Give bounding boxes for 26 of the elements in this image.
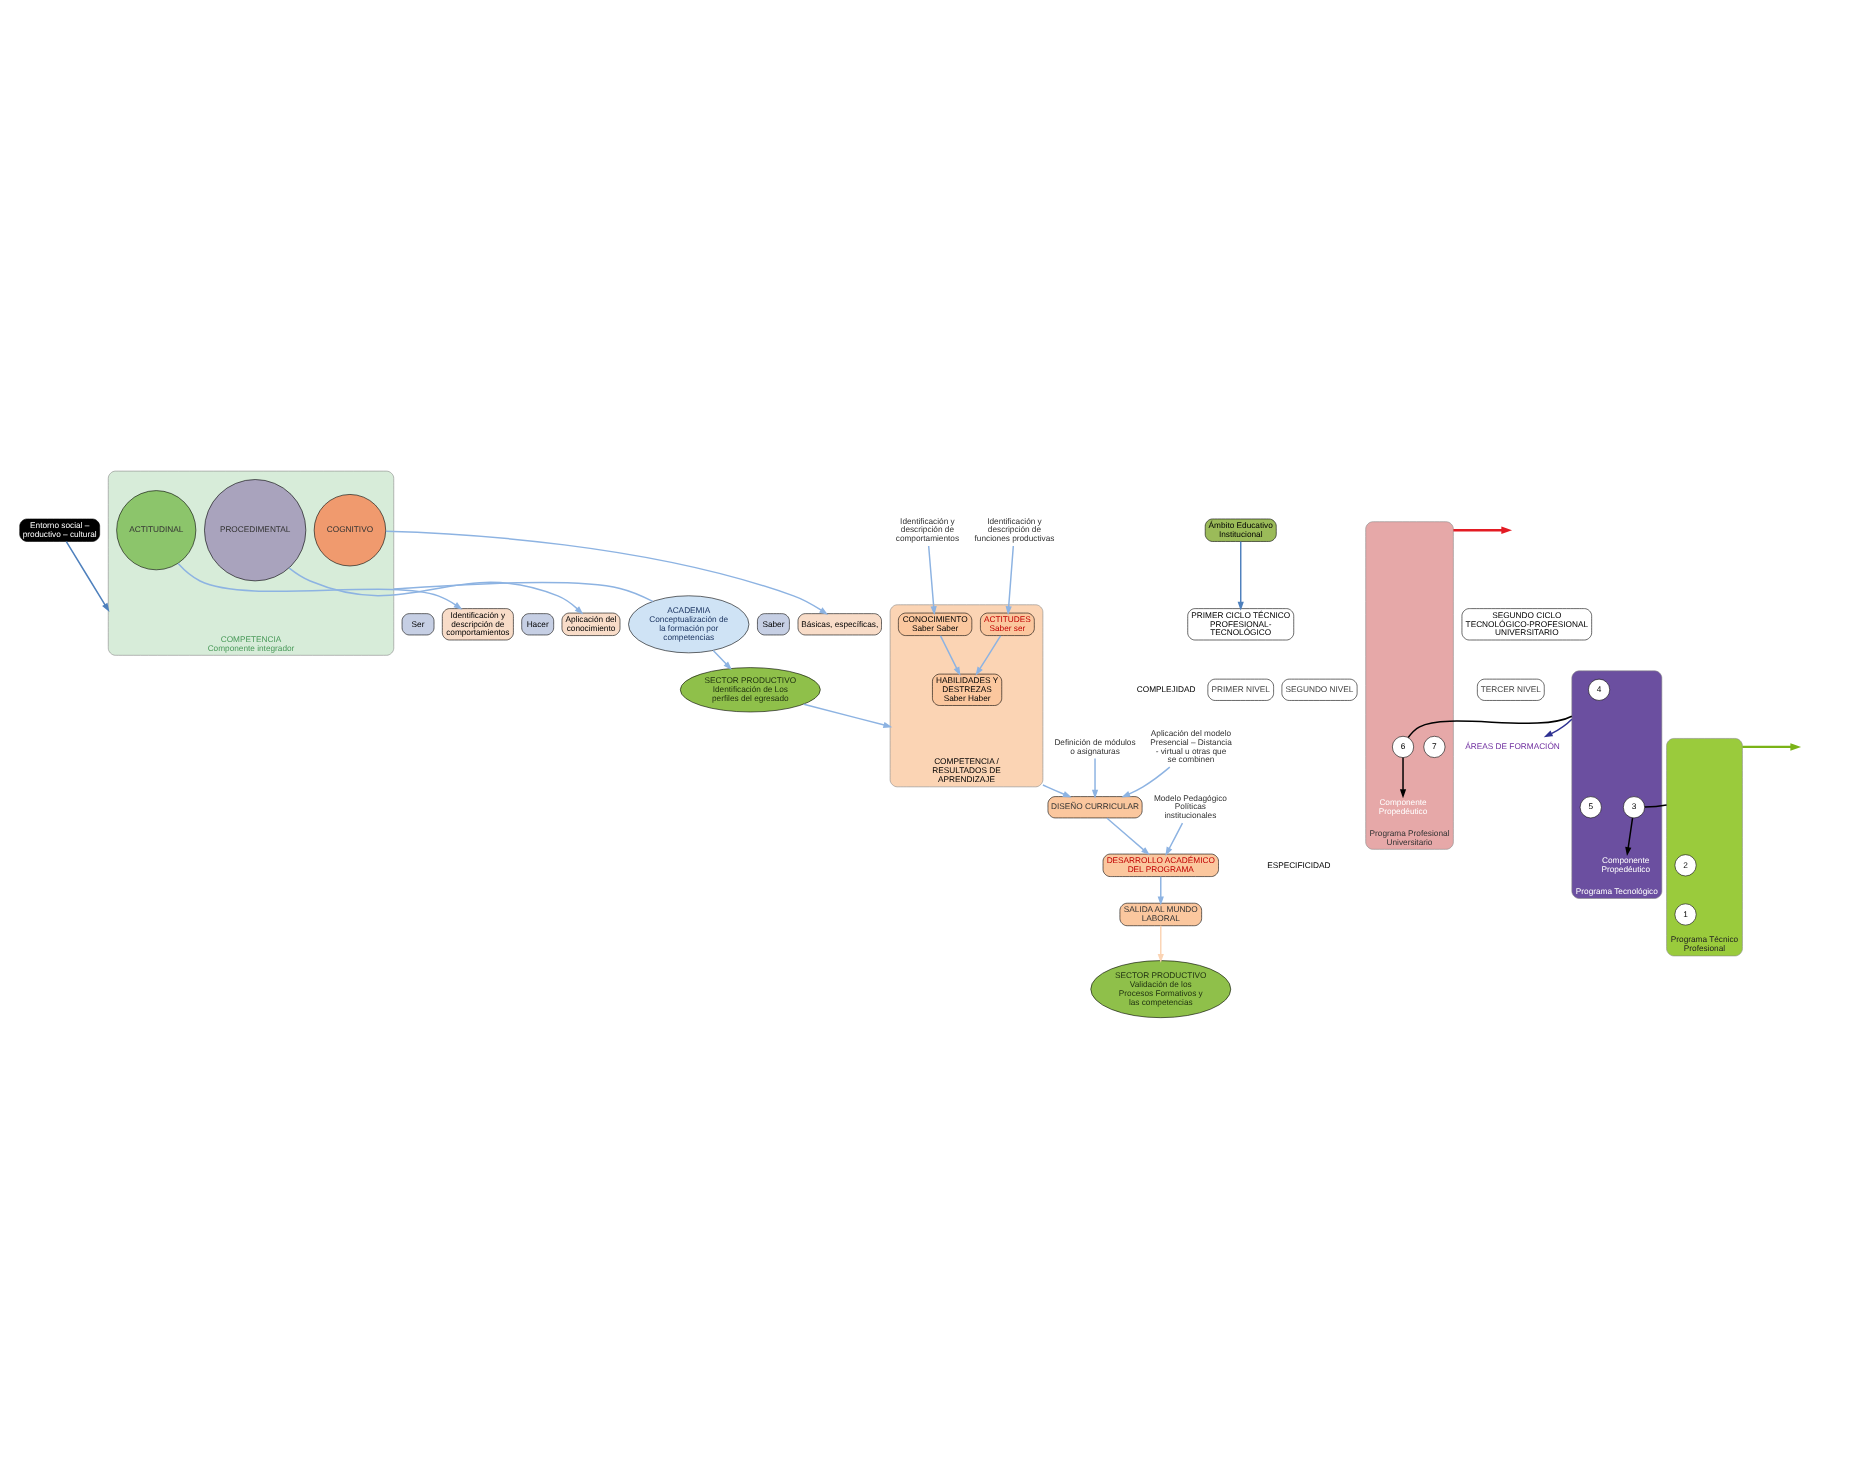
arrow <box>1742 742 1802 750</box>
arrow <box>1157 875 1164 905</box>
arrow <box>1121 765 1171 797</box>
arrow <box>65 539 110 612</box>
arrow <box>1106 816 1150 855</box>
arrow <box>1091 756 1099 798</box>
arrow <box>288 566 584 614</box>
arrow <box>1399 756 1407 798</box>
connector <box>393 580 654 602</box>
arrow <box>385 529 829 614</box>
arrow <box>975 634 1002 675</box>
connector <box>1407 714 1573 738</box>
arrow <box>1042 783 1072 797</box>
arrow <box>803 702 893 727</box>
arrow <box>1237 539 1244 610</box>
arrow <box>1157 924 1164 962</box>
arrow <box>939 634 961 675</box>
arrow <box>927 544 937 615</box>
arrow <box>177 561 463 609</box>
arrow <box>1625 816 1634 856</box>
arrow <box>712 648 732 670</box>
arrow <box>1453 525 1513 533</box>
arrow <box>1543 717 1573 737</box>
arrow <box>1005 544 1015 615</box>
arrow <box>1165 821 1184 855</box>
connector <box>1644 803 1668 807</box>
